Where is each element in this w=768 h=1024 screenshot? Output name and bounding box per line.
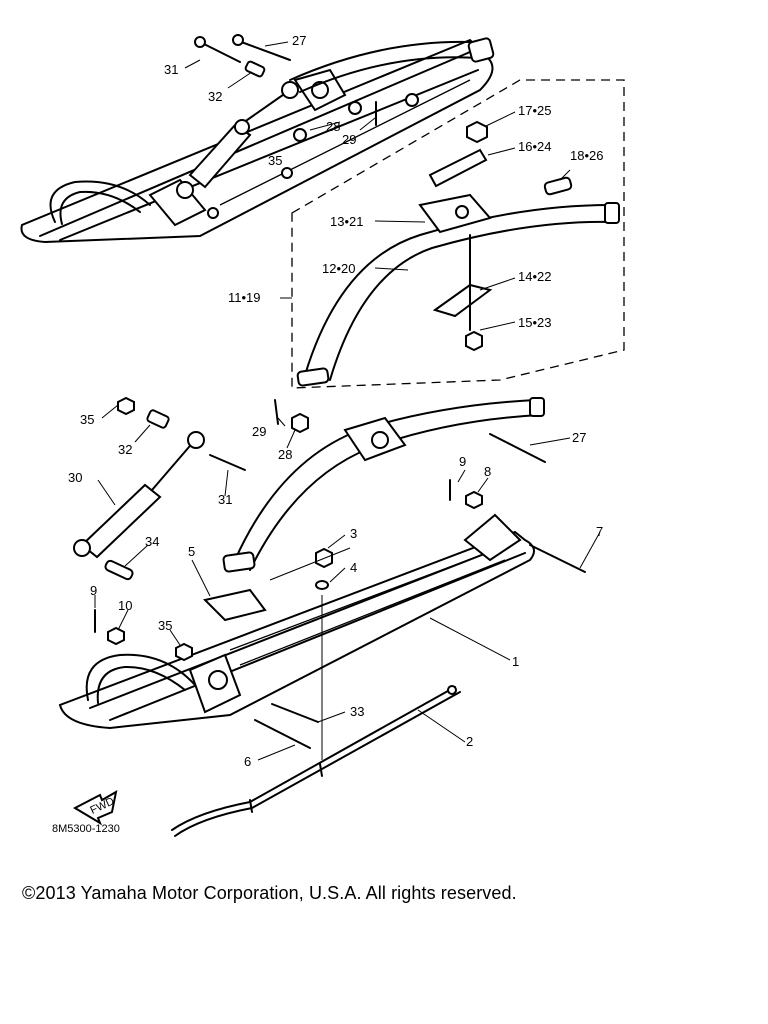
callout-34: 34	[145, 534, 159, 549]
callout-3: 3	[350, 526, 357, 541]
callout-33: 33	[350, 704, 364, 719]
callout-18-26: 18•26	[570, 148, 603, 163]
callout-9-b: 9	[90, 583, 97, 598]
copyright-notice: ©2013 Yamaha Motor Corporation, U.S.A. A…	[22, 883, 517, 903]
callout-31-b: 31	[218, 492, 232, 507]
callout-5: 5	[188, 544, 195, 559]
callout-35-a: 35	[80, 412, 94, 427]
spring-detail-box	[280, 79, 625, 389]
exploded-parts-diagram: FWD 31 32 27 28 29 35 11•19 13•21 12•20 …	[20, 33, 625, 837]
callout-32-b: 32	[118, 442, 132, 457]
callout-28-b: 28	[278, 447, 292, 462]
fwd-arrow-icon: FWD	[72, 790, 118, 826]
callout-28: 28	[326, 119, 340, 134]
callout-30: 30	[68, 470, 82, 485]
callout-29-b: 29	[252, 424, 266, 439]
callout-8: 8	[484, 464, 491, 479]
callout-10: 10	[118, 598, 132, 613]
callout-2: 2	[466, 734, 473, 749]
callout-32: 32	[208, 89, 222, 104]
callout-17-25: 17•25	[518, 103, 551, 118]
callout-13-21: 13•21	[330, 214, 363, 229]
lower-leaders	[94, 404, 601, 761]
callout-4: 4	[350, 560, 357, 575]
callout-15-23: 15•23	[518, 315, 551, 330]
callout-27-b: 27	[572, 430, 586, 445]
callout-31: 31	[164, 62, 178, 77]
callout-6: 6	[244, 754, 251, 769]
callout-29: 29	[342, 132, 356, 147]
callout-7: 7	[596, 524, 603, 539]
callout-27: 27	[292, 33, 306, 48]
upper-leaders	[184, 41, 376, 131]
figure-code: 8M5300-1230	[52, 823, 120, 835]
callout-12-20: 12•20	[322, 261, 355, 276]
callout-35-b: 35	[158, 618, 172, 633]
callout-16-24: 16•24	[518, 139, 551, 154]
callout-9-a: 9	[459, 454, 466, 469]
callout-11-19: 11•19	[228, 290, 261, 305]
upper-ski-assembly	[20, 34, 495, 244]
callout-labels: 31 32 27 28 29 35 11•19 13•21 12•20 14•2…	[52, 33, 603, 835]
callout-1: 1	[512, 654, 519, 669]
lower-ski-assembly	[58, 396, 586, 837]
callout-35: 35	[268, 153, 282, 168]
callout-14-22: 14•22	[518, 269, 551, 284]
